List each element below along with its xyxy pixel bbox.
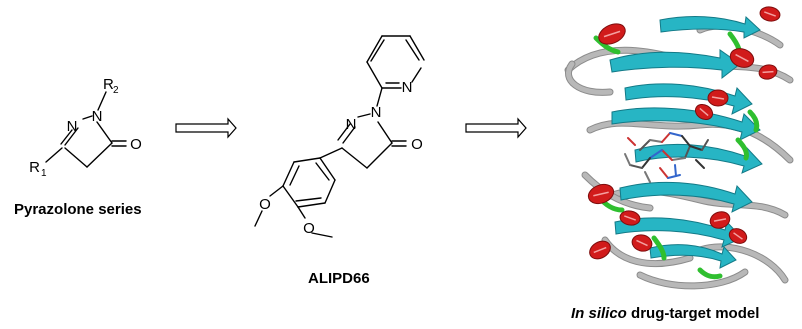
ligand-bond [681,135,691,147]
beta-strand [614,217,743,248]
helix-highlight [593,191,609,197]
model-caption-rest: drug-target model [626,305,760,322]
ligand-bond [674,164,677,177]
ligand-bond [684,145,691,159]
turn-segment [593,35,621,55]
turn-segment [747,109,760,133]
beta-strand [611,107,761,141]
beta-strand [624,83,753,115]
series-r2-subscript: 2 [113,85,119,96]
ligand-bond [667,174,681,179]
ligand-bond [639,139,651,151]
ligand-bond [659,167,669,179]
beta-strand [609,49,741,80]
helix-highlight [733,232,743,240]
ligand-sticks [624,132,709,183]
series-r1-subscript: 1 [41,168,47,179]
series-r2-label: R [103,76,114,93]
ligand-bond [629,164,643,169]
series-r1-label: R [29,159,40,176]
helix-highlight [636,239,648,247]
helix-highlight [735,53,749,63]
ligand-bond [624,153,631,166]
turn-segment [651,235,667,261]
turn-segment [697,267,723,280]
alipd66-atom-o-carbonyl: O [411,136,423,153]
helix-highlight [593,246,607,254]
in-silico-italic-text: In silico [571,305,627,322]
helix-highlight [762,70,774,74]
series-atom-n1: N [67,118,78,135]
ligand-bond [701,139,709,151]
series-atom-n2: N [92,108,103,125]
protein-helices [587,6,781,260]
ligand-bond [627,137,636,146]
alipd66-atom-n-pyridine: N [402,79,413,96]
alipd66-atom-o-methoxy2: O [303,220,315,237]
ligand-bond [644,171,651,183]
series-atom-o: O [130,136,142,153]
ligand-bond [661,149,673,161]
beta-strand [649,244,737,269]
ligand-bond [649,149,663,159]
ligand-bond [671,157,686,161]
alipd66-atom-n-ring1: N [346,116,357,133]
helix-highlight [713,218,727,222]
alipd66-structure [254,35,425,238]
pyrazolone-series-structure [45,91,127,168]
helix-highlight [764,11,776,17]
open-arrow-1 [175,117,237,139]
ligand-bond [695,159,705,169]
coil-segment [697,244,788,283]
coil-segment [566,61,613,95]
helix-highlight [624,215,636,221]
beta-strand [659,15,761,39]
helix-highlight [711,96,725,100]
helix-highlight [699,107,709,117]
open-arrow-2 [465,117,527,139]
ligand-bond [661,132,671,143]
in-silico-model-caption: In silico drug-target model [571,305,759,322]
beta-strand [619,181,753,213]
beta-strand [634,143,763,174]
alipd66-caption: ALIPD66 [308,270,370,287]
alipd66-atom-n-ring2: N [371,104,382,121]
coil-segment [637,269,748,289]
protein-beta-sheets [609,15,763,269]
ligand-bond [689,145,703,151]
ligand-bond [649,139,663,143]
protein-ribbon-model [564,6,794,290]
alipd66-atom-o-methoxy1: O [259,196,271,213]
turn-segment [735,137,749,161]
ligand-bond [669,132,683,137]
pyrazolone-series-caption: Pyrazolone series [14,201,142,218]
ligand-bond [641,157,651,169]
helix-highlight [603,30,621,38]
